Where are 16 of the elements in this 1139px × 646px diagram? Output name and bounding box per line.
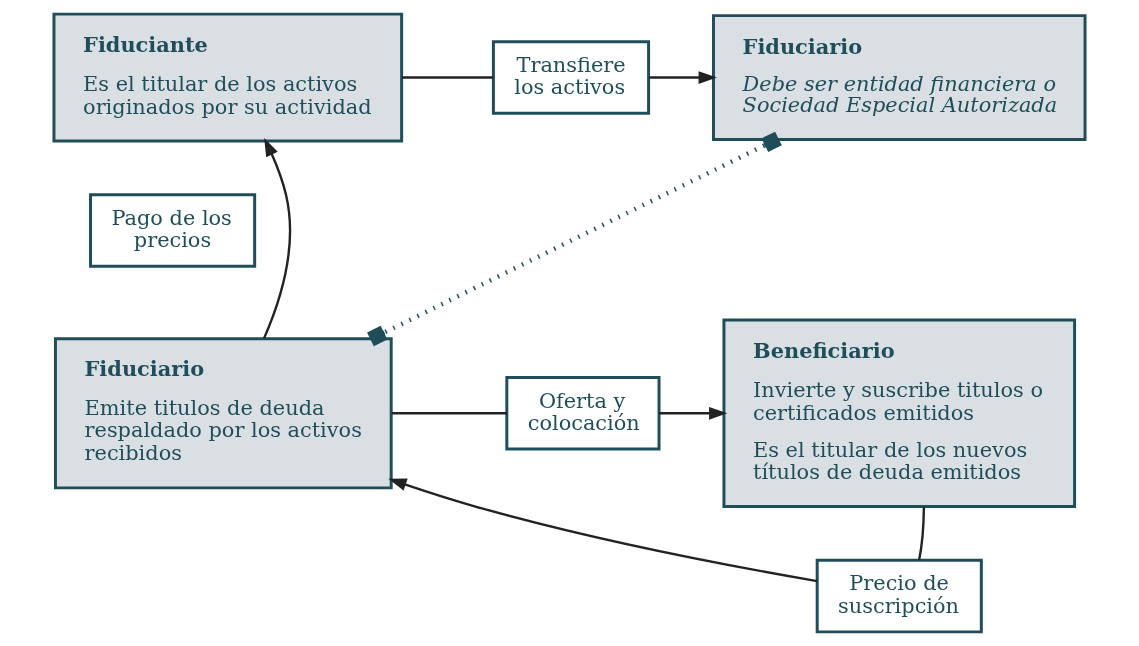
connector — [367, 131, 782, 347]
node-box: Precio de suscripción — [815, 558, 983, 634]
arrow — [262, 137, 292, 339]
node-box: Fiduciario Emite titulos de deuda respaldado por los activos recibidos — [53, 337, 393, 490]
node-box: Fiduciario Debe ser entidad financiera o Sociedad Especial Autorizada — [712, 14, 1087, 141]
node-box: Transfiere los activos — [491, 40, 651, 115]
connector — [402, 76, 494, 79]
node-box: Beneficiario Invierte y suscribe titulos o certificados emitidos Es el titular de los nuevos títulos de deuda emitidos — [722, 318, 1077, 508]
arrow — [388, 478, 818, 583]
node-box: Pago de los precios — [89, 193, 257, 268]
arrow — [659, 406, 728, 420]
connector — [917, 506, 926, 561]
connector — [391, 412, 507, 415]
node-box: Fiduciante Es el titular de los activos originados por su actividad — [52, 12, 404, 143]
node-box: Oferta y colocación — [505, 375, 661, 451]
arrow — [649, 71, 717, 84]
